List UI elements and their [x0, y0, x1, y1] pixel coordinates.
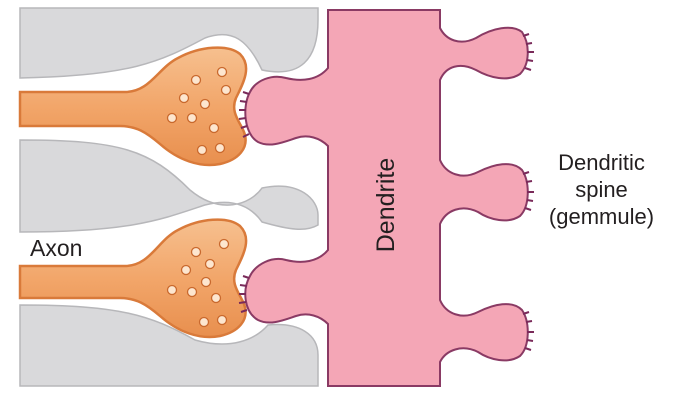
glia-middle [20, 140, 318, 232]
dendritic-spine-label: Dendritic spine (gemmule) [530, 150, 673, 230]
spine-label-line2: spine [530, 177, 673, 204]
spine-label-line3: (gemmule) [530, 204, 673, 231]
spine-label-line1: Dendritic [530, 150, 673, 177]
dendrite-label: Dendrite [372, 158, 400, 253]
axon-label: Axon [30, 234, 82, 262]
